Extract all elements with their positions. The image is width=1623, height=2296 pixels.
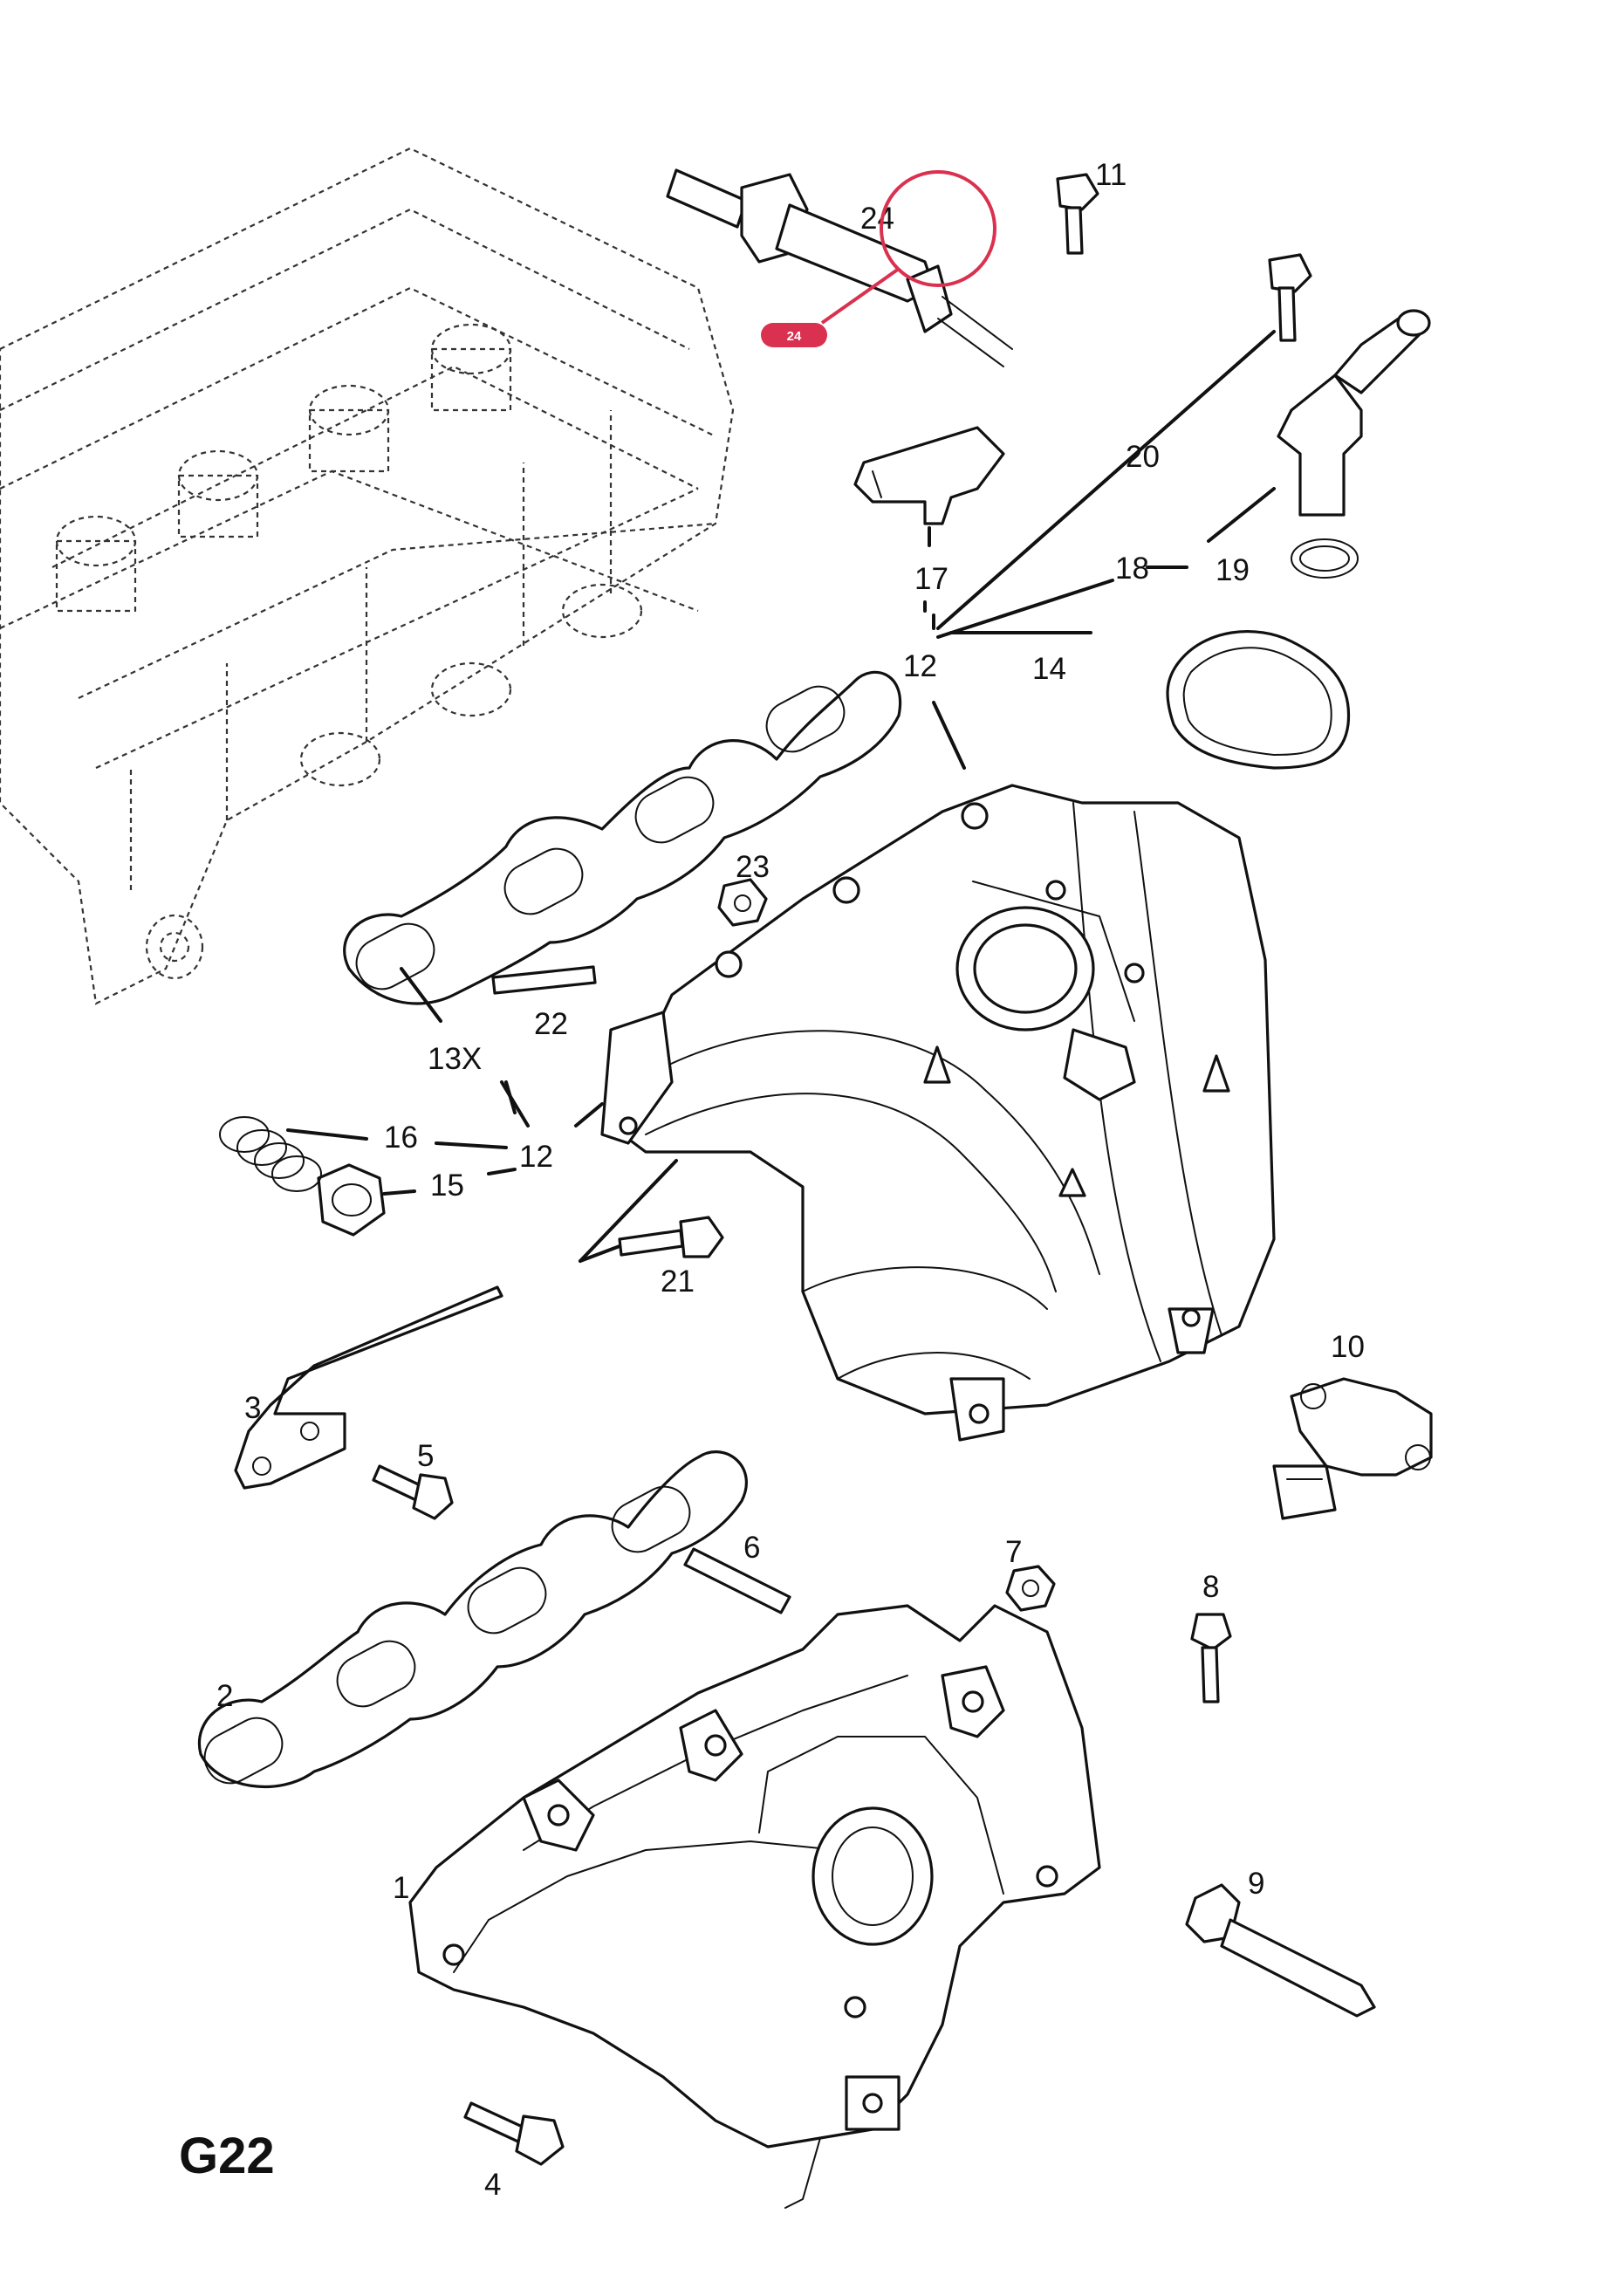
fitting-18 <box>1277 309 1431 517</box>
callout-6: 6 <box>743 1531 760 1565</box>
callout-12-mid: 12 <box>519 1140 553 1174</box>
callout-2: 2 <box>216 1679 233 1713</box>
callout-13x: 13X <box>428 1042 482 1076</box>
lower-manifold-gasket <box>197 1450 748 1789</box>
callout-4: 4 <box>484 2168 501 2202</box>
upper-intake-manifold <box>600 784 1276 1442</box>
highlight-badge-text: 24 <box>787 329 802 344</box>
stud-6 <box>683 1547 791 1614</box>
callout-14: 14 <box>1032 652 1066 686</box>
bracket <box>234 1285 503 1490</box>
callout-23: 23 <box>736 850 770 884</box>
callout-19: 19 <box>1216 553 1250 587</box>
callout-3: 3 <box>244 1391 261 1425</box>
nut-15 <box>317 1163 386 1237</box>
cylinder-head-outline <box>0 147 735 1005</box>
sensor-17 <box>853 426 1005 525</box>
sensor-9 <box>1185 1883 1376 2018</box>
callout-8: 8 <box>1202 1570 1219 1604</box>
leader-lines <box>286 330 1276 1263</box>
callout-labels: 1 2 3 4 5 6 7 8 9 10 11 12 12 13X 14 15 … <box>216 158 1365 2202</box>
callout-1: 1 <box>393 1871 409 1905</box>
stud-22 <box>491 965 597 995</box>
highlight-ring <box>880 170 996 287</box>
callout-9: 9 <box>1248 1867 1264 1901</box>
highlight-marker[interactable]: 24 <box>761 170 996 347</box>
bolt-5 <box>372 1464 454 1520</box>
callout-12-top: 12 <box>903 649 937 683</box>
callout-10: 10 <box>1331 1330 1365 1364</box>
callout-18: 18 <box>1115 552 1149 586</box>
gasket-14 <box>1166 629 1351 770</box>
highlight-badge[interactable] <box>761 323 827 347</box>
diagram-code: G22 <box>179 2128 275 2184</box>
bolt-4 <box>463 2101 565 2166</box>
callout-24: 24 <box>860 202 894 236</box>
callout-22: 22 <box>534 1007 568 1041</box>
bolt-20 <box>1268 253 1312 342</box>
bolt-21 <box>618 1216 724 1258</box>
nut-23 <box>717 878 768 927</box>
callout-20: 20 <box>1126 440 1160 474</box>
callout-21: 21 <box>661 1265 695 1299</box>
o-rings-16 <box>219 1116 322 1192</box>
sensor-10 <box>1272 1377 1433 1520</box>
callout-15: 15 <box>430 1169 464 1203</box>
callout-5: 5 <box>417 1439 434 1473</box>
bolt-8 <box>1190 1613 1232 1703</box>
callout-16: 16 <box>384 1121 418 1155</box>
bolt-11 <box>1056 173 1099 255</box>
callout-11: 11 <box>1095 158 1127 192</box>
nut-7 <box>1005 1565 1056 1612</box>
sensor-24 <box>666 168 1013 367</box>
highlight-pointer <box>820 267 901 325</box>
upper-manifold-gasket <box>343 670 902 1005</box>
callout-17: 17 <box>914 562 948 596</box>
o-ring-19 <box>1291 538 1359 579</box>
callout-7: 7 <box>1005 1535 1022 1569</box>
lower-intake-manifold <box>408 1604 1101 2209</box>
